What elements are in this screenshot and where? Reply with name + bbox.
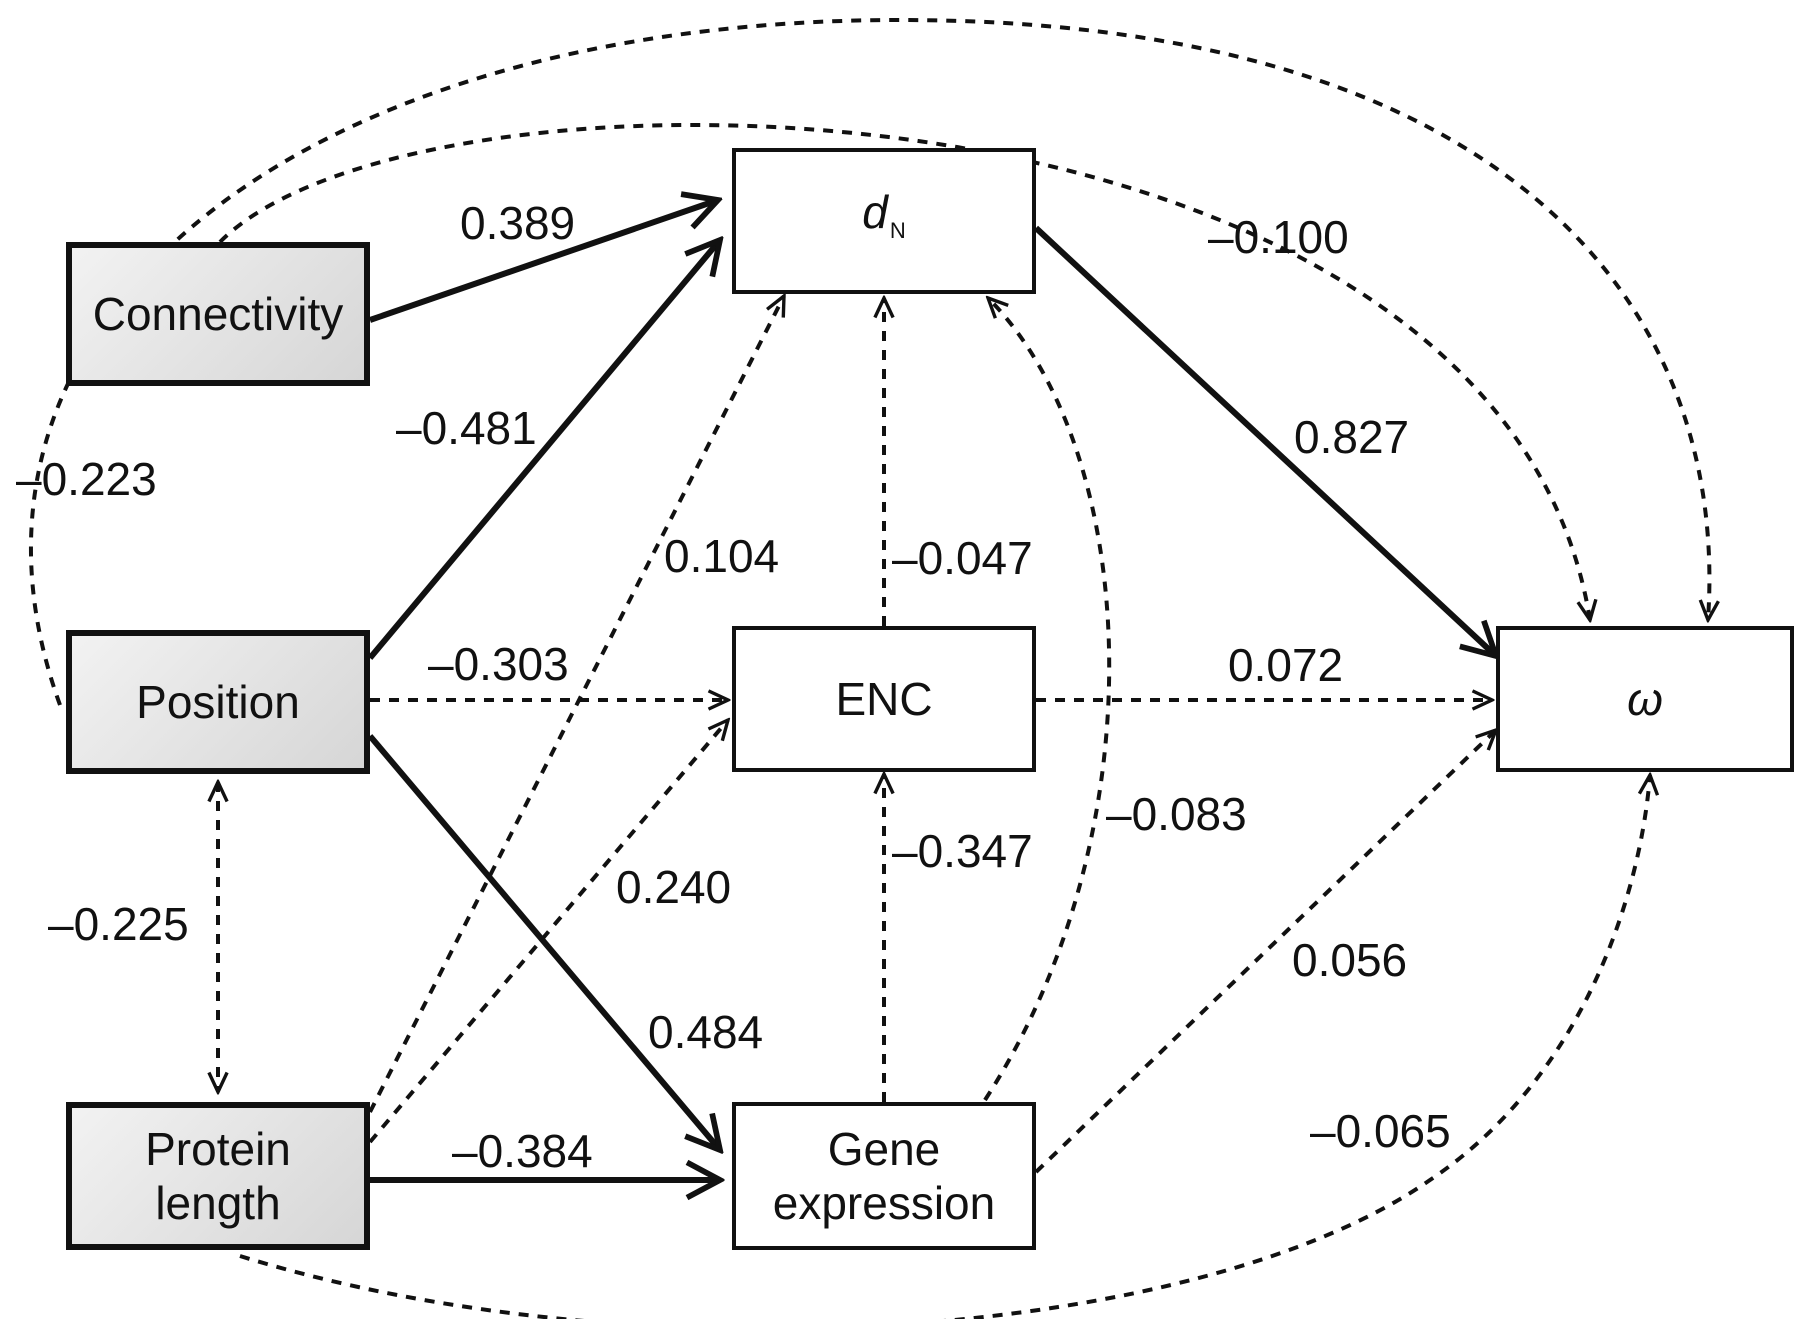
coef-length-gene: –0.384 (452, 1125, 593, 1177)
edge-position-dn (367, 240, 720, 660)
coef-position-enc: –0.303 (428, 638, 569, 690)
node-gene-expression-line1: Gene (827, 1123, 941, 1175)
node-connectivity-label: Connectivity (92, 288, 344, 340)
node-connectivity: Connectivity (66, 242, 370, 386)
coef-position-gene: 0.484 (648, 1006, 764, 1058)
coef-position-length: –0.225 (48, 898, 189, 950)
node-protein-length-line1: Protein (145, 1123, 291, 1175)
coef-gene-enc: –0.347 (892, 825, 1033, 877)
node-enc: ENC (732, 626, 1036, 772)
node-dn-label: dN (862, 185, 905, 258)
node-position: Position (66, 630, 370, 774)
node-omega: ω (1496, 626, 1794, 772)
node-protein-length-line2: length (155, 1177, 281, 1229)
coef-gene-dn: –0.083 (1106, 788, 1247, 840)
edge-gene-dn (983, 298, 1112, 1102)
coef-dn-omega: 0.827 (1294, 411, 1410, 463)
coef-connectivity-dn: 0.389 (460, 197, 576, 249)
edge-dn-omega (1033, 225, 1496, 656)
edge-length-enc (368, 720, 728, 1144)
coef-connectivity-omega: –0.100 (1208, 211, 1349, 263)
coef-length-dn: 0.104 (664, 530, 780, 582)
node-gene-expression-line2: expression (772, 1177, 996, 1229)
node-dn: dN (732, 148, 1036, 294)
edge-position-gene (367, 734, 720, 1150)
coef-length-enc: 0.240 (616, 861, 732, 913)
edge-position-omega (29, 17, 1709, 706)
coef-enc-dn: –0.047 (892, 532, 1033, 584)
edge-connectivity-dn (369, 200, 718, 323)
coef-length-omega: –0.065 (1310, 1105, 1451, 1157)
coef-position-dn: –0.481 (396, 402, 537, 454)
node-omega-label: ω (1627, 673, 1663, 725)
node-enc-label: ENC (835, 673, 933, 725)
node-dn-sub: N (889, 217, 906, 243)
node-gene-expression: Gene expression (732, 1102, 1036, 1250)
node-position-label: Position (136, 676, 300, 728)
edge-length-dn (368, 296, 784, 1113)
node-dn-main: d (862, 185, 888, 238)
coef-enc-omega: 0.072 (1228, 639, 1344, 691)
coef-gene-omega: 0.056 (1292, 934, 1408, 986)
node-protein-length: Protein length (66, 1102, 370, 1250)
coef-position-omega: –0.223 (16, 453, 157, 505)
